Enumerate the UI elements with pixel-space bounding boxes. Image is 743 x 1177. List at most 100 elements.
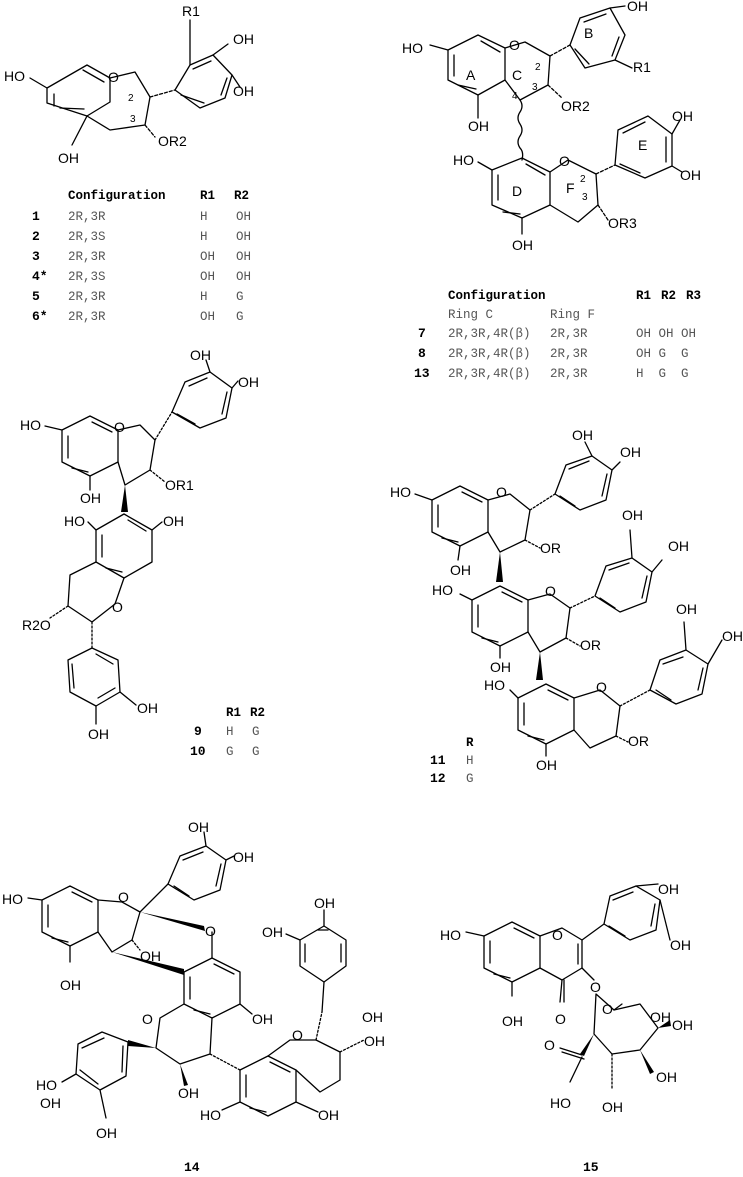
label-ho: HO	[402, 40, 423, 56]
compound-id-15: 15	[583, 1160, 599, 1175]
compound-id: 2	[32, 229, 40, 244]
label-oh: OH	[188, 819, 209, 835]
label-ho: HO	[4, 68, 25, 84]
bond-oh	[635, 883, 659, 887]
compound-id: 12	[430, 771, 446, 786]
label-oh: OH	[490, 659, 511, 675]
config: 2R,3R	[68, 310, 106, 324]
position-4: 4	[512, 91, 518, 102]
label-o: O	[552, 927, 563, 943]
label-or2: OR2	[158, 133, 187, 149]
label-oh: OH	[627, 0, 648, 14]
ring-d	[95, 513, 153, 579]
ring-b	[174, 54, 233, 109]
label-o: O	[596, 679, 607, 695]
label-o: O	[602, 1001, 613, 1017]
label-oh: OH	[536, 757, 557, 773]
bond-hashed	[569, 595, 596, 609]
bond-oh	[457, 545, 461, 561]
ring-b-unit3-db	[655, 656, 704, 701]
ring-top-catechol-db	[173, 851, 222, 897]
bond-2-hashed	[154, 411, 173, 441]
label-oh: OH	[650, 1009, 671, 1025]
position-2: 2	[580, 174, 586, 185]
bond-ho	[465, 931, 485, 937]
r1: H	[200, 290, 208, 304]
bond-bold	[496, 552, 503, 582]
ring-b-bottom-double-bonds	[71, 653, 116, 699]
label-oh: OH	[680, 167, 701, 183]
config: 2R,3R	[68, 250, 106, 264]
label-ho: HO	[550, 1095, 571, 1111]
label-o: O	[114, 419, 125, 435]
ring-f-unit2	[527, 593, 571, 653]
bond-oh	[231, 74, 241, 88]
label-ho: HO	[20, 417, 41, 433]
bond-hashed	[339, 1039, 365, 1053]
ring-b-unit1-db	[559, 460, 608, 507]
ring-a-unit1-db	[437, 491, 483, 543]
bond-2-b	[149, 89, 176, 98]
bond-4-6-bold	[121, 485, 128, 512]
ring-a	[46, 64, 111, 117]
ring-c	[97, 899, 141, 953]
compound-id: 13	[414, 366, 430, 381]
label-o: O	[205, 923, 216, 939]
bond-ho	[99, 1089, 107, 1119]
label-ho: HO	[64, 513, 85, 529]
label-o: O	[544, 1037, 555, 1053]
ring-d-double-bonds	[497, 163, 546, 215]
label-oh: OH	[672, 108, 693, 124]
label-o: O	[142, 1011, 153, 1027]
bond-oh	[611, 461, 621, 471]
bond-oh	[285, 933, 301, 941]
label-oh: OH	[238, 374, 259, 390]
ring-b-double-bonds	[176, 377, 228, 425]
bond-ho	[61, 1073, 77, 1083]
label-oh: OH	[512, 237, 533, 253]
config-ring-f: 2R,3R	[550, 347, 588, 361]
ring-label-c: C	[512, 67, 522, 83]
label-o: O	[292, 1027, 303, 1043]
r2: G	[252, 725, 260, 739]
header-configuration: Configuration	[448, 289, 546, 303]
ring-label-b: B	[584, 25, 593, 41]
config: 2R,3S	[68, 270, 106, 284]
bond-bold	[536, 652, 543, 680]
bond-r2o	[49, 605, 69, 619]
bond-ho	[429, 44, 449, 51]
bond-oh	[671, 165, 683, 173]
label-or3: OR3	[608, 215, 637, 231]
label-oh: OH	[262, 924, 283, 940]
ring-f	[155, 1003, 213, 1065]
bond-c-o	[559, 1047, 583, 1056]
label-or: OR	[540, 540, 561, 556]
ring-c-unit1	[487, 493, 531, 553]
label-oh: OH	[672, 1017, 693, 1033]
compound-id: 10	[190, 744, 206, 759]
label-o: O	[559, 153, 570, 169]
label-oh: OH	[572, 427, 593, 443]
bond-oh	[221, 1101, 241, 1111]
label-oh: OH	[233, 849, 254, 865]
label-ho: HO	[432, 582, 453, 598]
table-9-10: R1 R2 9 H G 10 G G	[190, 706, 265, 759]
ring-a-db	[489, 927, 535, 979]
label-o: O	[496, 484, 507, 500]
header-r2: R2	[661, 289, 676, 303]
structure-dimer: HO OH OH OH OH HO OH OR2 OR3 R1 O O A B …	[402, 0, 701, 253]
bond-oh	[151, 521, 163, 531]
bond-oh	[683, 621, 687, 651]
ring-d-double-bonds	[101, 519, 147, 573]
r2: OH	[236, 270, 251, 284]
header-r2: R2	[250, 706, 265, 720]
ring-d-unit3-db	[523, 689, 569, 741]
ring-e-double-bonds	[619, 121, 667, 174]
label-oh: OH	[314, 895, 335, 911]
r2: G	[236, 310, 244, 324]
bond-oh	[584, 441, 593, 457]
label-ho: HO	[453, 152, 474, 168]
r2: OH	[236, 210, 251, 224]
bond-oh	[225, 855, 235, 861]
